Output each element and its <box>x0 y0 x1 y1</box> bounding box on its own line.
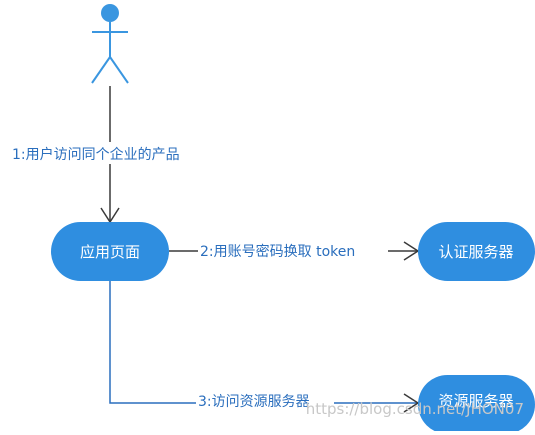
node-auth-server-shape <box>418 222 535 281</box>
edge-app-to-resource-label-bg <box>196 390 334 412</box>
actor-head <box>101 4 119 22</box>
node-resource-server[interactable]: 资源服务器 <box>418 375 535 434</box>
edge-app-to-resource-line <box>109 281 418 404</box>
node-resource-server-shape <box>418 375 535 434</box>
edge-user-to-app: 1:用户访问同个企业的产品 <box>9 86 212 224</box>
edge-app-to-auth-label: 2:用账号密码换取 token <box>200 243 355 260</box>
actor-left-leg <box>91 56 111 84</box>
actor-user <box>91 4 129 84</box>
node-auth-server-label: 认证服务器 <box>438 243 513 261</box>
actor-right-leg <box>109 56 129 84</box>
edge-app-to-resource-arrowhead <box>403 393 420 413</box>
watermark-text: https://blog.csdn.net/JHON07 <box>306 400 524 418</box>
node-app-page-shape <box>51 222 169 281</box>
edge-app-to-auth-label-bg <box>198 241 388 261</box>
edge-user-to-app-label: 1:用户访问同个企业的产品 <box>12 146 180 163</box>
node-app-page-label: 应用页面 <box>80 243 140 261</box>
node-app-page[interactable]: 应用页面 <box>51 222 169 281</box>
edge-app-to-auth-arrowhead <box>403 241 420 261</box>
edge-user-to-app-label-bg <box>9 142 212 164</box>
edge-app-to-resource: 3:访问资源服务器 <box>109 281 420 413</box>
edge-app-to-resource-label: 3:访问资源服务器 <box>198 394 310 410</box>
edge-app-to-auth: 2:用账号密码换取 token <box>169 241 420 261</box>
node-resource-server-label: 资源服务器 <box>438 392 513 410</box>
node-auth-server[interactable]: 认证服务器 <box>418 222 535 281</box>
